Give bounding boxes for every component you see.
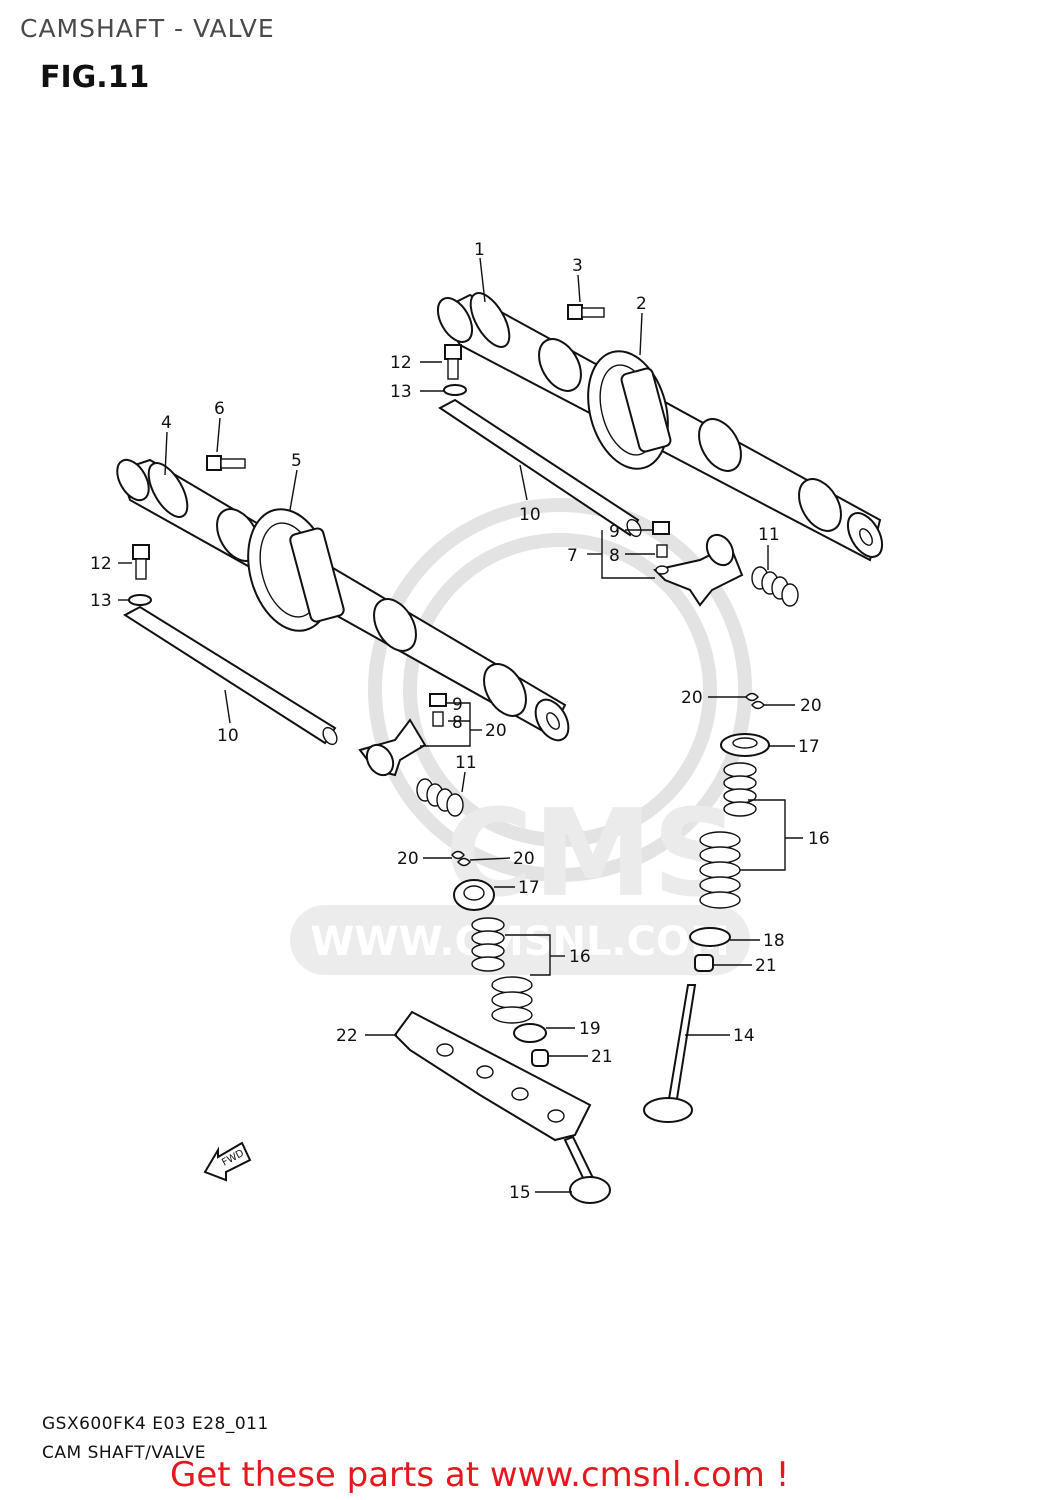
- callout-14: 14: [733, 1026, 755, 1046]
- callout-20-b: 20: [800, 696, 822, 716]
- intake-valve[interactable]: [563, 1135, 611, 1204]
- oil-seal-right[interactable]: [694, 954, 714, 972]
- adjusting-nut-upper[interactable]: [652, 521, 670, 535]
- diagram-name: CAM SHAFT/VALVE: [42, 1443, 207, 1463]
- sprocket-bolt-upper[interactable]: [567, 304, 605, 320]
- callout-8-lower: 8: [452, 713, 463, 733]
- callout-8-upper: 8: [609, 546, 620, 566]
- rocker-spring-upper[interactable]: [751, 566, 799, 607]
- rocker-spring-lower[interactable]: [416, 778, 464, 817]
- callout-11-lower: 11: [455, 753, 477, 773]
- callout-21-right: 21: [755, 956, 777, 976]
- callout-19: 19: [579, 1019, 601, 1039]
- callout-9-upper: 9: [609, 522, 620, 542]
- callout-7: 7: [567, 546, 578, 566]
- callout-10-upper: 10: [519, 505, 541, 525]
- callout-4: 4: [161, 413, 172, 433]
- callout-11-upper: 11: [758, 525, 780, 545]
- callout-20-e: 20: [513, 849, 535, 869]
- spring-seat-right[interactable]: [689, 927, 731, 947]
- valve-cover-gasket-22[interactable]: [393, 1010, 592, 1142]
- washer-13-lower[interactable]: [128, 594, 152, 606]
- callout-9-lower: 9: [452, 695, 463, 715]
- valve-springs-right[interactable]: [699, 762, 757, 909]
- model-code: GSX600FK4 E03 E28_011: [42, 1414, 269, 1434]
- callout-6: 6: [214, 399, 225, 419]
- adjusting-screw-lower[interactable]: [432, 711, 444, 727]
- callout-13-upper: 13: [390, 382, 412, 402]
- callout-12-upper: 12: [390, 353, 412, 373]
- parts-shop-link[interactable]: Get these parts at www.cmsnl.com !: [170, 1455, 790, 1495]
- spring-seat-left[interactable]: [513, 1023, 547, 1043]
- sprocket-bolt-lower[interactable]: [206, 455, 246, 471]
- oil-seal-left[interactable]: [531, 1049, 549, 1067]
- cam-sprocket-upper[interactable]: [576, 342, 680, 478]
- callout-20-a: 20: [681, 688, 703, 708]
- valve-cotter-right[interactable]: [745, 692, 765, 710]
- bolt-12-lower[interactable]: [132, 544, 150, 580]
- callout-16-right: 16: [808, 829, 830, 849]
- callout-20-c: 20: [485, 721, 507, 741]
- callout-21-left: 21: [591, 1047, 613, 1067]
- callout-12-lower: 12: [90, 554, 112, 574]
- callout-16-left: 16: [569, 947, 591, 967]
- exhaust-valve[interactable]: [643, 984, 697, 1123]
- bolt-12-upper[interactable]: [444, 344, 462, 380]
- adjusting-screw-upper[interactable]: [656, 544, 668, 558]
- callout-1: 1: [474, 240, 485, 260]
- valve-springs-left[interactable]: [471, 917, 533, 1024]
- adjusting-nut-lower[interactable]: [429, 693, 447, 707]
- forward-arrow: FWD: [203, 1141, 252, 1182]
- figure-label: FIG.11: [40, 60, 150, 95]
- watermark-logo: CMS WWW.CMSNL.COM: [290, 498, 752, 975]
- washer-13-upper[interactable]: [443, 384, 467, 396]
- rocker-arm-shaft-upper[interactable]: [438, 398, 644, 539]
- callout-3: 3: [572, 256, 583, 276]
- cam-sprocket-lower[interactable]: [235, 500, 345, 640]
- callout-13-lower: 13: [90, 591, 112, 611]
- callout-15: 15: [509, 1183, 531, 1203]
- callout-17-left: 17: [518, 878, 540, 898]
- page-title: CAMSHAFT - VALVE: [20, 14, 275, 43]
- watermark-url: WWW.CMSNL.COM: [310, 919, 730, 965]
- rocker-arm-lower[interactable]: [358, 693, 447, 780]
- callout-numbers: 1 2 3 4 5 6 7 8 8 9 9 10 10 11 11 12 12 …: [90, 240, 830, 1203]
- valve-cotter-left[interactable]: [451, 850, 471, 867]
- callout-2: 2: [636, 294, 647, 314]
- leader-lines: [118, 257, 803, 1193]
- callout-17-right: 17: [798, 737, 820, 757]
- rocker-arm-shaft-lower[interactable]: [123, 605, 340, 747]
- callout-18: 18: [763, 931, 785, 951]
- camshaft-lower[interactable]: [111, 454, 575, 746]
- callout-22: 22: [336, 1026, 358, 1046]
- rocker-arm-upper[interactable]: [652, 521, 744, 607]
- callout-5: 5: [291, 451, 302, 471]
- callout-20-d: 20: [397, 849, 419, 869]
- callout-10-lower: 10: [217, 726, 239, 746]
- watermark-brand: CMS: [445, 785, 739, 924]
